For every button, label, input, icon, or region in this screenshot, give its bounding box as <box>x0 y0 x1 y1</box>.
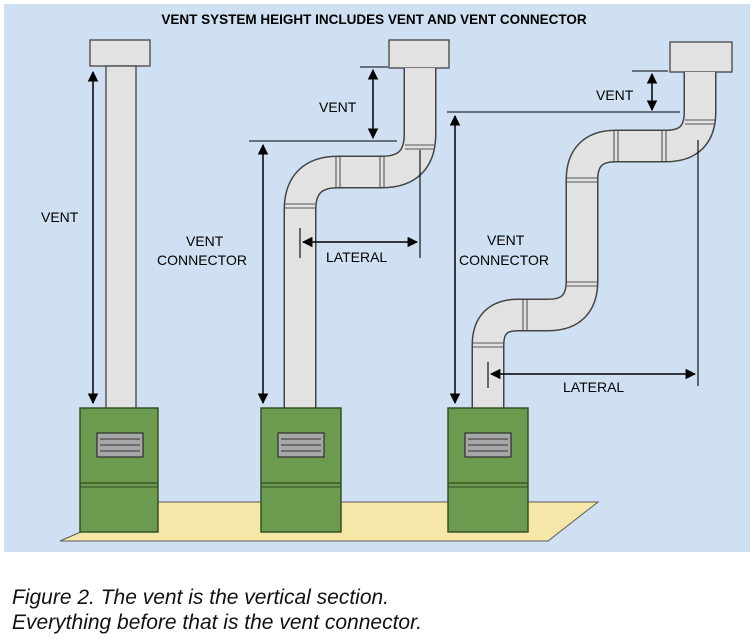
vent-connector-pipe-2 <box>285 68 435 409</box>
lateral-label-2: LATERAL <box>326 249 387 265</box>
vent-connector-pipe-3 <box>473 72 715 409</box>
furnace-2 <box>260 407 342 533</box>
system-3 <box>471 41 733 409</box>
vent-label-2: VENT <box>319 99 357 115</box>
vent-connector-label-2-line2: CONNECTOR <box>157 252 247 268</box>
furnace-1 <box>79 407 159 533</box>
lateral-label-3: LATERAL <box>563 379 624 395</box>
system-2 <box>283 39 450 409</box>
vent-connector-label-3-line2: CONNECTOR <box>459 252 549 268</box>
vent-pipe-1 <box>105 65 137 410</box>
diagram-title: VENT SYSTEM HEIGHT INCLUDES VENT AND VEN… <box>161 12 587 27</box>
vent-label-1: VENT <box>41 209 79 225</box>
furnace-3 <box>447 407 529 533</box>
vent-cap-2 <box>388 39 450 69</box>
figure-caption-line-1: Figure 2. The vent is the vertical secti… <box>12 586 390 609</box>
vent-label-3: VENT <box>596 87 634 103</box>
vent-cap-1 <box>89 39 151 67</box>
figure-caption-line-2: Everything before that is the vent conne… <box>12 611 423 634</box>
vent-connector-label-3-line1: VENT <box>487 232 525 248</box>
vent-connector-label-2-line1: VENT <box>186 233 224 249</box>
vent-cap-3 <box>669 41 733 73</box>
system-1 <box>89 39 151 410</box>
